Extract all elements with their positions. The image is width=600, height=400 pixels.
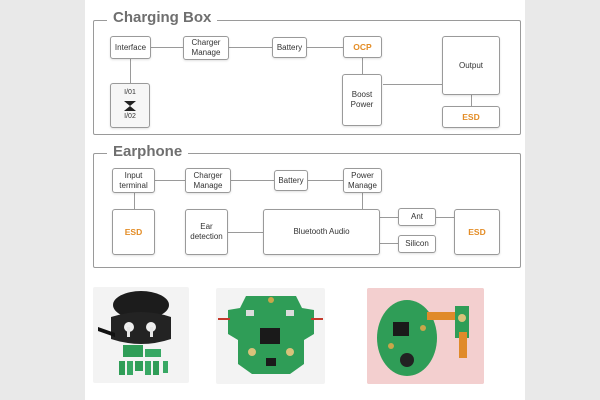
battery-node: Battery xyxy=(274,170,308,191)
charging-case-photo xyxy=(93,287,189,383)
connector-line xyxy=(230,180,274,181)
bluetooth-audio-node: Bluetooth Audio xyxy=(263,209,380,255)
ocp-node: OCP xyxy=(343,36,382,58)
connector-line xyxy=(228,232,263,233)
sensor-label-top: I/01 xyxy=(124,89,136,96)
battery-node: Battery xyxy=(272,37,307,58)
charger-manage-node: Charger Manage xyxy=(183,36,229,60)
connector-line xyxy=(134,193,135,209)
boost-power-node: Boost Power xyxy=(342,74,382,126)
ant-node: Ant xyxy=(398,208,436,226)
connector-line xyxy=(130,59,131,83)
esd-node: ESD xyxy=(442,106,500,128)
case-pcb-photo xyxy=(216,288,325,384)
connector-line xyxy=(362,58,363,74)
ear-detection-node: Ear detection xyxy=(185,209,228,255)
connector-line xyxy=(383,84,442,85)
esd-node-left: ESD xyxy=(112,209,155,255)
connector-line xyxy=(306,47,343,48)
connector-line xyxy=(362,193,363,209)
sensor-label-bottom: I/02 xyxy=(124,113,136,121)
connector-line xyxy=(436,217,454,218)
input-terminal-node: Input terminal xyxy=(112,168,155,193)
charging-box-title: Charging Box xyxy=(107,9,218,26)
output-node: Output xyxy=(442,36,500,95)
connector-line xyxy=(150,47,183,48)
power-manage-node: Power Manage xyxy=(343,168,382,193)
connector-line xyxy=(307,180,343,181)
charger-manage-node: Charger Manage xyxy=(185,168,231,193)
silicon-node: Silicon xyxy=(398,235,436,253)
earphone-title: Earphone xyxy=(107,143,189,160)
connector-line xyxy=(380,217,398,218)
esd-node-right: ESD xyxy=(454,209,500,255)
earphone-pcb-photo xyxy=(367,288,484,384)
sensor-symbol-icon xyxy=(124,100,136,111)
connector-line xyxy=(155,180,185,181)
connector-line xyxy=(471,95,472,106)
hall-sensor-node: I/01 I/02 xyxy=(110,83,150,128)
interface-node: Interface xyxy=(110,36,151,59)
connector-line xyxy=(228,47,272,48)
connector-line xyxy=(380,243,398,244)
